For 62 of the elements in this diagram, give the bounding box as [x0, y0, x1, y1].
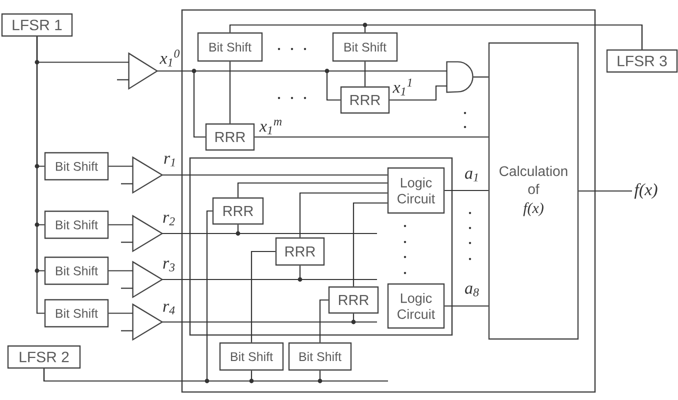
bit-shift-box: Bit Shift	[44, 152, 109, 180]
wire	[299, 192, 388, 238]
rrr-box: RRR	[212, 197, 264, 225]
rrr-box: RRR	[275, 237, 325, 266]
bit-shift-box: Bit Shift	[44, 299, 109, 328]
logic-circuit-box: Logic Circuit	[387, 167, 445, 214]
logic-circuit-box: Logic Circuit	[387, 283, 445, 329]
bit-shift-box: Bit Shift	[219, 342, 284, 371]
wire	[444, 305, 488, 307]
signal-label: r$_{1}$	[163, 155, 177, 167]
signal-label: r$_{3}$	[162, 260, 176, 272]
wire	[473, 76, 488, 78]
wire	[117, 79, 129, 80]
wire	[162, 174, 388, 176]
wire	[157, 70, 340, 101]
wire	[162, 265, 378, 280]
wire	[121, 183, 133, 184]
signal-label: x$_{1}$m	[259, 119, 283, 135]
signal-label: x$_{1}$0	[159, 49, 181, 67]
signal-label: r$_{4}$	[162, 303, 176, 315]
wire	[108, 224, 133, 226]
bit-shift-box: Bit Shift	[332, 32, 398, 62]
wire	[352, 202, 388, 286]
bit-shift-box: Bit Shift	[197, 32, 263, 62]
wire	[250, 250, 276, 342]
wire	[108, 270, 133, 272]
calculation-box: Calculation of f(x)	[488, 42, 579, 340]
wire	[319, 299, 328, 342]
lfsr-box: LFSR 3	[606, 49, 678, 73]
lfsr-box: LFSR 2	[7, 345, 81, 369]
lfsr-box: LFSR 1	[1, 13, 73, 37]
and-gate-symbol	[446, 61, 474, 93]
wire	[36, 36, 44, 314]
wire	[162, 313, 378, 323]
inner-frame	[189, 157, 453, 336]
signal-label: a$_{1}$	[464, 170, 480, 182]
wire	[121, 330, 133, 332]
wire	[254, 136, 488, 138]
wire	[364, 62, 366, 86]
rrr-box: RRR	[205, 123, 255, 151]
wire	[108, 312, 133, 314]
wire	[578, 190, 632, 192]
wire	[162, 224, 378, 234]
wire	[108, 166, 133, 167]
signal-label: x$_{1}$1	[392, 78, 414, 96]
wire	[229, 62, 231, 124]
output-label: f(x)	[634, 183, 658, 199]
wire	[43, 368, 389, 382]
bit-shift-box: Bit Shift	[44, 210, 109, 239]
wire	[121, 242, 133, 243]
outer-frame	[181, 9, 596, 393]
wire	[444, 190, 488, 192]
bit-shift-box: Bit Shift	[44, 256, 109, 285]
rrr-box: RRR	[328, 286, 379, 314]
signal-label: a$_{8}$	[464, 285, 480, 297]
wire	[237, 182, 388, 198]
signal-label: r$_{2}$	[162, 214, 176, 226]
wire	[364, 24, 643, 50]
wire	[390, 85, 447, 101]
rrr-box: RRR	[340, 86, 390, 114]
bit-shift-box: Bit Shift	[288, 342, 352, 371]
wire	[121, 288, 133, 289]
